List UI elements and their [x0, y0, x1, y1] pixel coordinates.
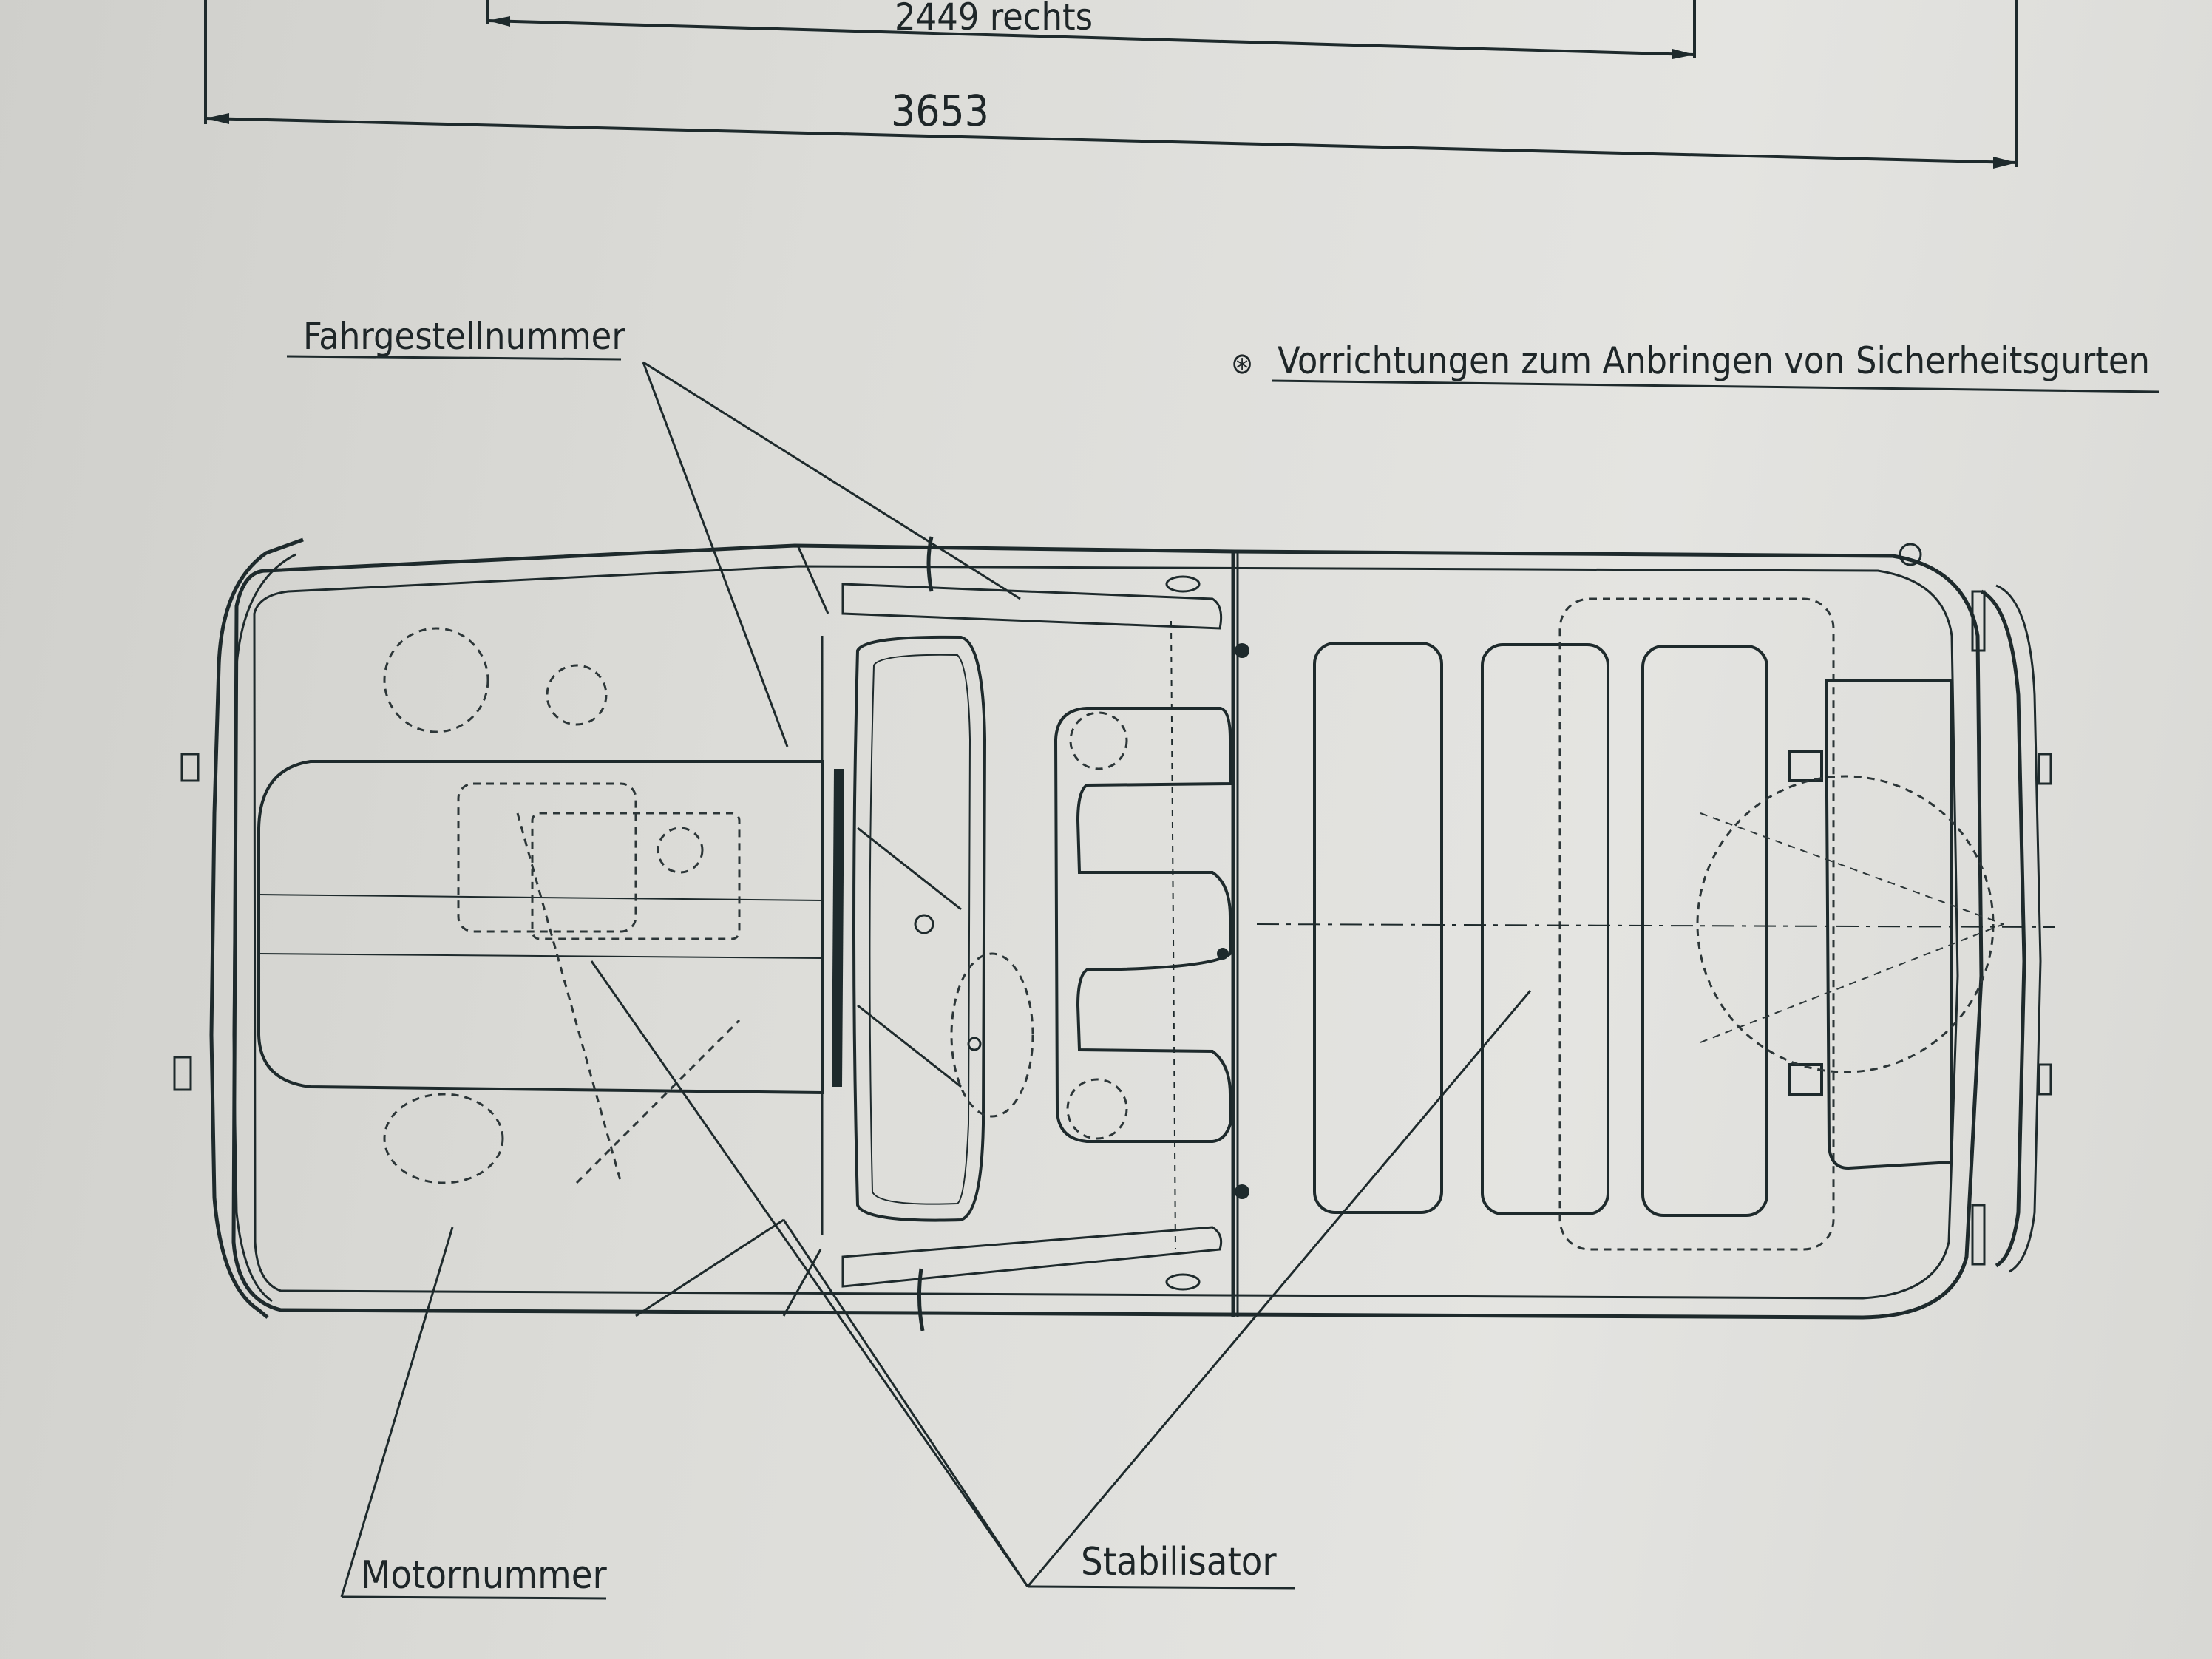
dimension-3653: 3653: [891, 86, 989, 136]
front-bumper: [173, 537, 304, 1319]
underline-chassis-number: [286, 355, 622, 361]
windshield: [832, 635, 987, 1222]
side-details: [841, 536, 1922, 1331]
dimension-lines: [204, 0, 2018, 169]
leader-lines: [340, 361, 1532, 1598]
steering-wheel: [950, 952, 1034, 1118]
underline-engine-number: [341, 1595, 607, 1600]
label-chassis-number: Fahrgestellnummer: [303, 315, 625, 358]
underline-belt-mounts: [1271, 379, 2160, 393]
roof-area: [1054, 620, 1249, 1250]
rear-bumper: [1971, 584, 2052, 1273]
label-belt-mounts: Vorrichtungen zum Anbringen von Sicherhe…: [1278, 339, 2150, 382]
car-body: [231, 543, 1984, 1320]
front-hood: [257, 636, 824, 1235]
label-engine-number: Motornummer: [361, 1553, 607, 1598]
underline-stabilizer: [1027, 1585, 1296, 1590]
front-mechanicals: [383, 627, 741, 1184]
rear-seats: [1313, 597, 1835, 1251]
label-stabilizer: Stabilisator: [1081, 1540, 1277, 1584]
belt-mount-symbol: ⊛: [1231, 347, 1253, 381]
dimension-2449: 2449 rechts: [895, 0, 1093, 38]
rear-engine-area: [1256, 679, 2056, 1170]
